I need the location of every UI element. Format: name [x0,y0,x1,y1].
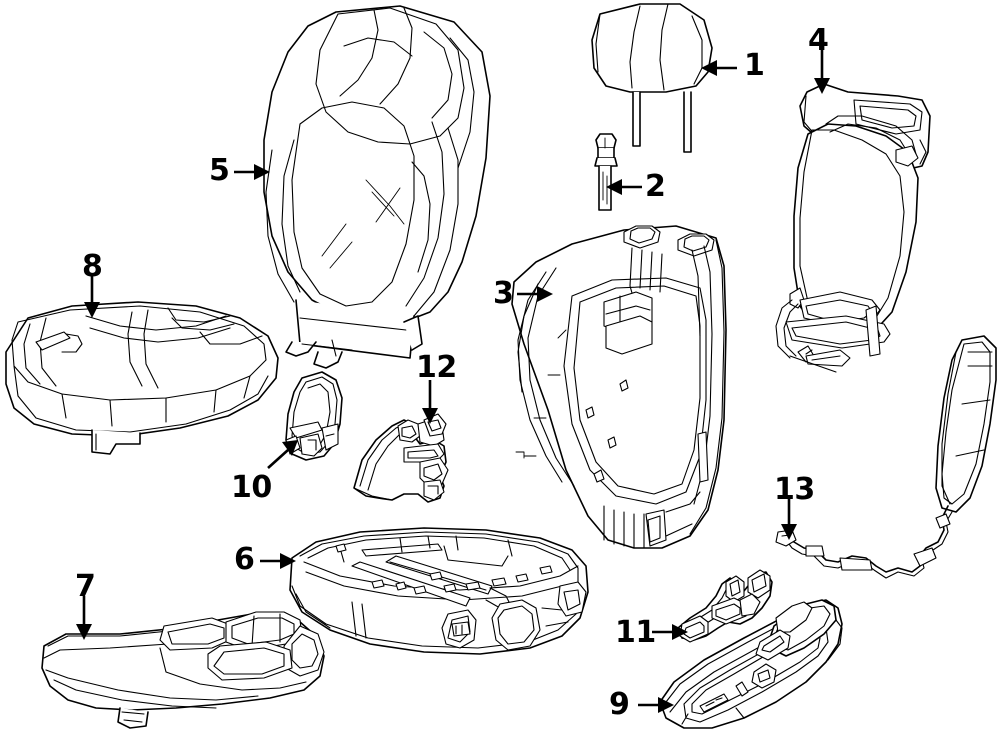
callout-number-4: 4 [808,23,829,58]
part-3-seat-back-frame [511,225,727,549]
callout-number-12: 12 [416,350,457,385]
callout-number-9: 9 [609,687,630,722]
callout-number-5: 5 [209,153,230,188]
callout-number-10: 10 [231,470,272,505]
leader-lines [76,48,830,713]
part-6-seat-cushion-frame [289,527,589,655]
callout-number-7: 7 [75,569,96,604]
callout-number-1: 1 [744,48,765,83]
part-10-head-restraint-guide-retainer [285,371,343,461]
callout-number-3: 3 [493,276,514,311]
part-9-seat-side-trim-cover [659,599,843,729]
part-7-seat-cushion-trim-panel [41,611,325,729]
callout-number-6: 6 [234,542,255,577]
part-11-seat-adjuster-handle-lever [677,569,773,643]
part-13-seat-back-wire-harness [775,335,997,579]
callout-number-11: 11 [615,615,656,650]
part-5-seat-back-cover-and-pad [263,5,491,369]
part-1-head-restraint [591,3,713,153]
callout-number-8: 8 [82,249,103,284]
callout-number-13: 13 [774,472,815,507]
part-8-seat-cushion-cover-and-pad [5,301,279,455]
part-4-lumbar-support-assembly [775,83,931,373]
part-2-guide-bolt [594,133,618,211]
part-12-recliner-bracket [353,413,449,503]
callout-number-2: 2 [645,169,666,204]
